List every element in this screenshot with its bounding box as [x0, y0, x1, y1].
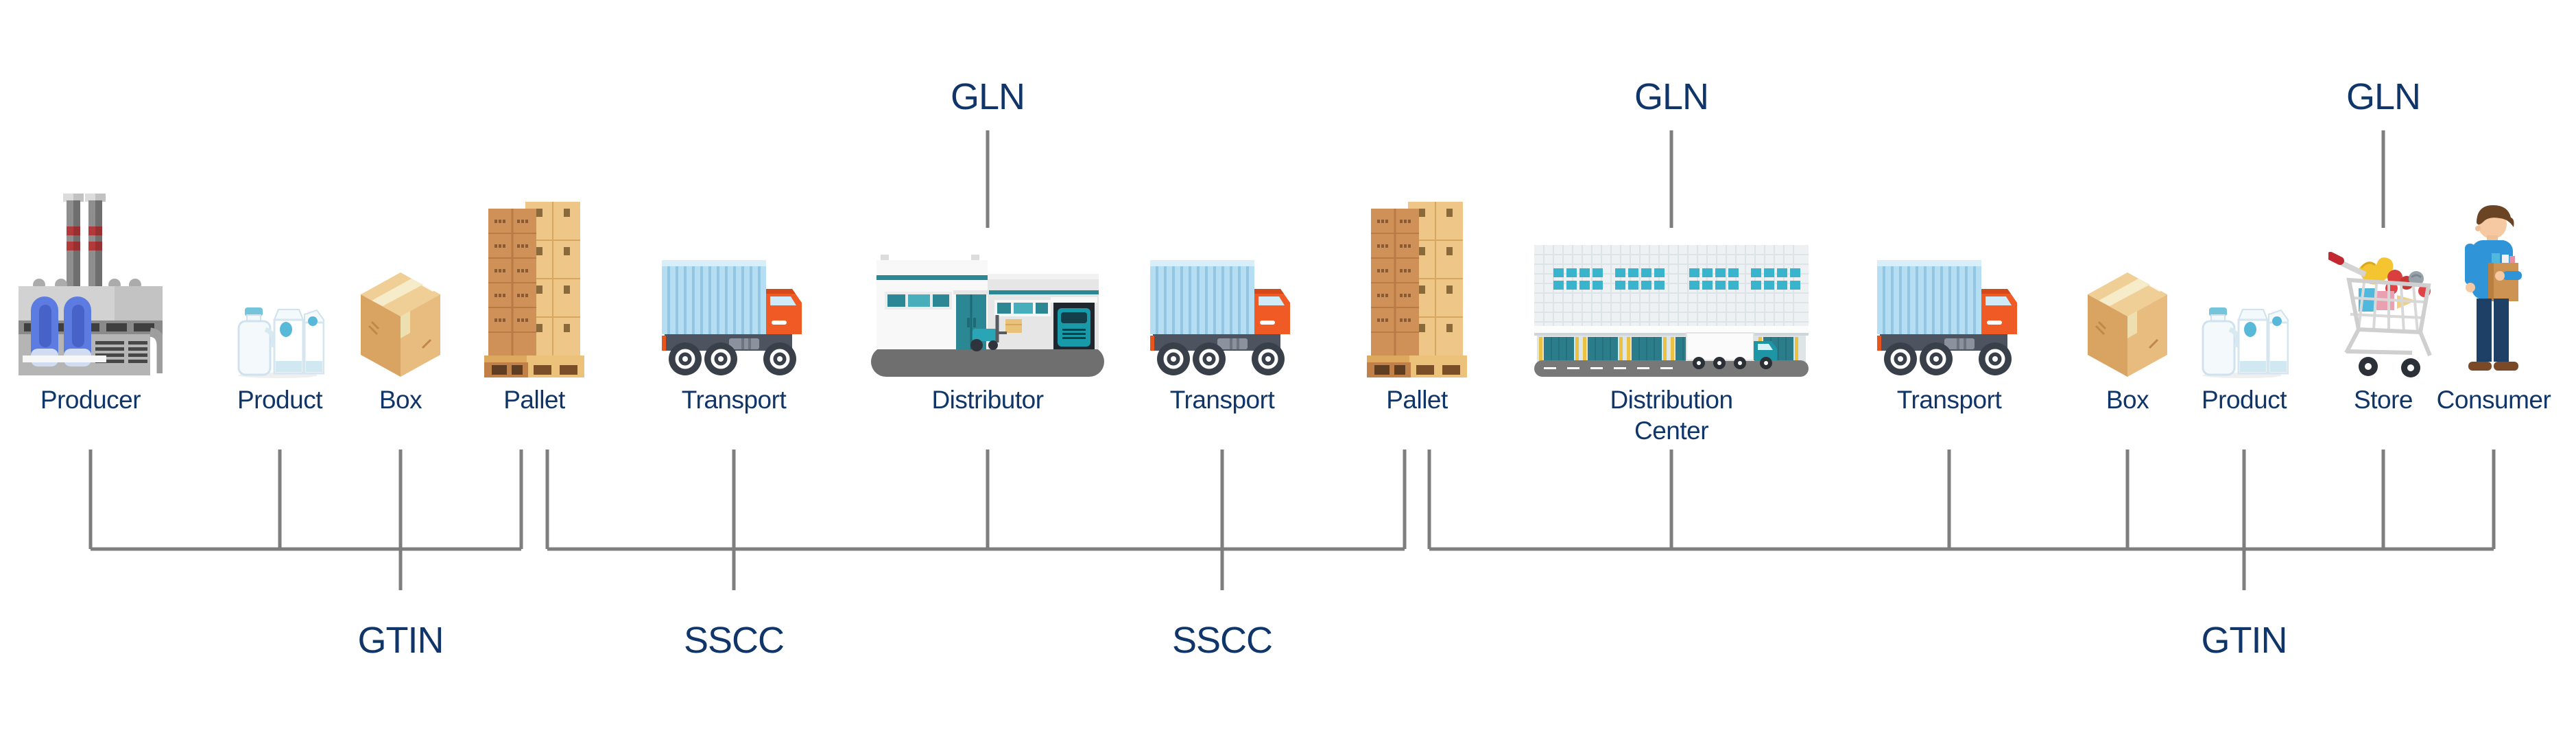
gtin-right-bracket: [1427, 450, 2496, 590]
chain-item-box: [359, 0, 442, 379]
sscc-bracket: [545, 450, 1407, 590]
truck-icon: [1150, 259, 1294, 379]
item-label: Consumer: [2436, 386, 2551, 414]
gtin-label-left: GTIN: [357, 620, 444, 661]
item-label: Store: [2354, 386, 2413, 414]
item-label: Producer: [40, 386, 141, 414]
factory-icon: [19, 194, 163, 379]
gln-label-distribution-center: GLN: [1634, 76, 1709, 117]
item-label: Transport: [1896, 386, 2002, 414]
item-label: Pallet: [503, 386, 565, 414]
item-label: Product: [237, 386, 323, 414]
pallet-icon: [483, 202, 586, 379]
milk-products-icon: [2199, 290, 2289, 379]
chain-item-pallet-2: [1365, 0, 1468, 379]
sscc-label-right: SSCC: [1171, 620, 1273, 661]
chain-item-pallet-1: [483, 0, 586, 379]
shopping-cart-icon: [2328, 248, 2438, 379]
chain-item-store: [2328, 0, 2438, 379]
chain-item-distributor: [871, 0, 1104, 379]
item-label: Box: [379, 386, 422, 414]
milk-products-icon: [235, 290, 324, 379]
chain-item-product-2: [2199, 0, 2289, 379]
item-label: Product: [2201, 386, 2287, 414]
gln-label-store: GLN: [2346, 76, 2421, 117]
consumer-icon: [2449, 197, 2538, 379]
chain-item-distribution-center: [1534, 0, 1809, 379]
pallet-icon: [1365, 202, 1468, 379]
chain-item-product: [235, 0, 324, 379]
cardboard-box-icon: [2086, 272, 2169, 379]
item-label: Transport: [1169, 386, 1275, 414]
chain-item-transport-3: [1877, 0, 2021, 379]
item-label: Pallet: [1386, 386, 1448, 414]
chain-item-box-2: [2086, 0, 2169, 379]
gtin-label-right: GTIN: [2201, 620, 2288, 661]
chain-item-consumer: [2449, 0, 2538, 379]
item-label: Distributor: [931, 386, 1044, 414]
truck-icon: [662, 259, 806, 379]
gln-label-distributor: GLN: [950, 76, 1025, 117]
item-label: Box: [2106, 386, 2149, 414]
item-label: Transport: [681, 386, 787, 414]
chain-item-producer: [19, 0, 163, 379]
sscc-label-left: SSCC: [683, 620, 785, 661]
truck-icon: [1877, 259, 2021, 379]
chain-item-transport-1: [662, 0, 806, 379]
chain-item-transport-2: [1150, 0, 1294, 379]
item-label: Distribution Center: [1610, 386, 1733, 445]
warehouse-icon: [871, 238, 1104, 379]
cardboard-box-icon: [359, 272, 442, 379]
distribution-center-icon: [1534, 245, 1809, 379]
gtin-left-bracket: [88, 450, 523, 590]
